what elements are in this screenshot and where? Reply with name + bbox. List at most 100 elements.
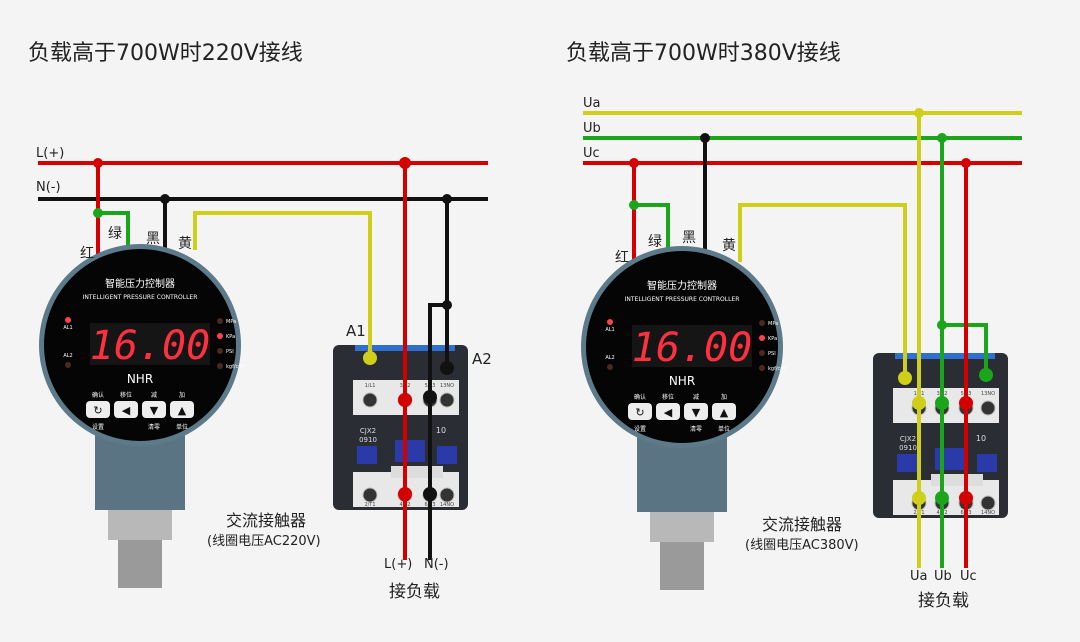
contactor-code: 10 — [976, 434, 986, 443]
unit-led — [217, 363, 223, 369]
blue-actuator — [935, 448, 965, 470]
contactor-label-plate — [931, 474, 983, 486]
alarm-label-al2: AL2 — [63, 353, 72, 359]
gauge-title-en: INTELLIGENT PRESSURE CONTROLLER — [625, 296, 740, 303]
blue-window — [977, 454, 997, 472]
key-label-bottom: 清零 — [148, 423, 160, 431]
terminal-connection-dot — [398, 393, 412, 407]
key-label-bottom: 清零 — [690, 425, 702, 433]
wire-label-black: 黑 — [682, 230, 696, 246]
key-label-bottom: 设置 — [92, 423, 104, 431]
line-label-uc: Uc — [583, 146, 600, 161]
down-arrow-icon: ▼ — [150, 404, 159, 417]
pressure-display: 16.00 — [632, 325, 752, 371]
terminal-connection-dot — [959, 396, 973, 410]
wire-label-red: 红 — [615, 250, 629, 266]
contactor-top-strip — [895, 353, 995, 359]
bottom-terminal-screw — [980, 495, 996, 511]
unit-label: KPa — [768, 336, 777, 342]
gauge-title-cn: 智能压力控制器 — [105, 277, 175, 290]
up-arrow-icon: ▲ — [720, 406, 729, 419]
sensor-body — [637, 437, 727, 512]
line-label-ua: Ua — [583, 96, 600, 111]
coil-label-a2: A2 — [472, 350, 492, 368]
unit-led — [759, 320, 765, 326]
load-label-l: L(+) — [384, 557, 412, 572]
contactor-model: CJX2 — [360, 427, 376, 435]
contactor-code: 10 — [436, 426, 446, 435]
wire-label-yellow: 黄 — [178, 235, 192, 252]
key-label-top: 减 — [151, 391, 157, 399]
hex-fitting — [108, 510, 172, 540]
contactor-label-plate — [391, 466, 443, 478]
unit-led — [759, 335, 765, 341]
gauge-key-button[interactable] — [142, 401, 166, 418]
load-label-ub: Ub — [934, 569, 952, 584]
thread-fitting — [118, 540, 162, 588]
down-arrow-icon: ▼ — [692, 406, 701, 419]
unit-led — [759, 365, 765, 371]
top-terminal-label: 1/L1 — [365, 383, 376, 389]
contactor-title: 交流接触器 — [226, 511, 306, 530]
gauge-title-cn: 智能压力控制器 — [647, 279, 717, 292]
load-label: 接负载 — [918, 591, 969, 611]
top-terminal-screw — [362, 392, 378, 408]
key-label-bottom: 单位 — [176, 423, 188, 431]
left-title: 负载高于700W时220V接线 — [28, 41, 303, 66]
key-label-top: 确认 — [634, 393, 646, 401]
key-label-bottom: 设置 — [634, 425, 646, 433]
line-label-n: N(-) — [36, 180, 61, 195]
unit-label: kgf/cm² — [768, 366, 787, 372]
unit-label: PSI — [226, 349, 234, 355]
unit-label: PSI — [768, 351, 776, 357]
brand-logo: NHR — [127, 372, 153, 386]
left-arrow-icon: ◀ — [664, 406, 673, 419]
contactor-voltage: (线圈电压AC220V) — [207, 534, 321, 549]
key-label-bottom: 单位 — [718, 425, 730, 433]
unit-label: KPa — [226, 334, 235, 340]
pressure-display: 16.00 — [90, 323, 210, 369]
contactor-model: 0910 — [899, 444, 917, 452]
thread-fitting — [660, 542, 704, 590]
gauge-key-button[interactable] — [114, 401, 138, 418]
blue-window — [897, 454, 917, 472]
bottom-terminal-screw — [439, 487, 455, 503]
load-label-n: N(-) — [424, 557, 449, 572]
contactor-model: 0910 — [359, 436, 377, 444]
left-arrow-icon: ◀ — [122, 404, 131, 417]
terminal-connection-dot — [423, 487, 437, 501]
terminal-connection-dot — [440, 361, 454, 375]
junction-dots — [629, 108, 971, 330]
gauge-key-button[interactable] — [86, 401, 110, 418]
display-panel — [90, 323, 210, 365]
bottom-terminal-screw — [362, 487, 378, 503]
contactor-title: 交流接触器 — [762, 515, 842, 534]
up-arrow-icon: ▲ — [178, 404, 187, 417]
brand-logo: NHR — [669, 374, 695, 388]
yellow-wire — [738, 203, 907, 378]
line-label-ub: Ub — [583, 121, 601, 136]
gauge-key-button[interactable] — [628, 403, 652, 420]
blue-window — [437, 446, 457, 464]
wire-label-green: 绿 — [108, 226, 122, 242]
gauge-key-button[interactable] — [170, 401, 194, 418]
unit-label: kgf/cm² — [226, 364, 245, 370]
bottom-terminal-label: 14NO — [440, 502, 454, 508]
unit-led — [217, 318, 223, 324]
alarm-led-al2 — [607, 364, 613, 370]
gauge-key-button[interactable] — [684, 403, 708, 420]
wire-label-green: 绿 — [648, 234, 662, 250]
terminal-connection-dot — [398, 487, 412, 501]
label-layer: 负载高于700W时220V接线L(+)N(-)红绿黑黄A1A2交流接触器(线圈电… — [28, 41, 977, 611]
blue-actuator — [395, 440, 425, 462]
gauge-key-button[interactable] — [712, 403, 736, 420]
alarm-label-al1: AL1 — [63, 325, 72, 331]
rotate-icon: ↻ — [93, 404, 102, 417]
top-terminal-screw — [980, 400, 996, 416]
gauge-key-button[interactable] — [656, 403, 680, 420]
alarm-led-al1 — [607, 319, 613, 325]
unit-label: MPa — [768, 321, 778, 327]
terminal-connection-dot — [423, 390, 437, 404]
green-wire — [98, 211, 130, 250]
alarm-label-al2: AL2 — [605, 355, 614, 361]
